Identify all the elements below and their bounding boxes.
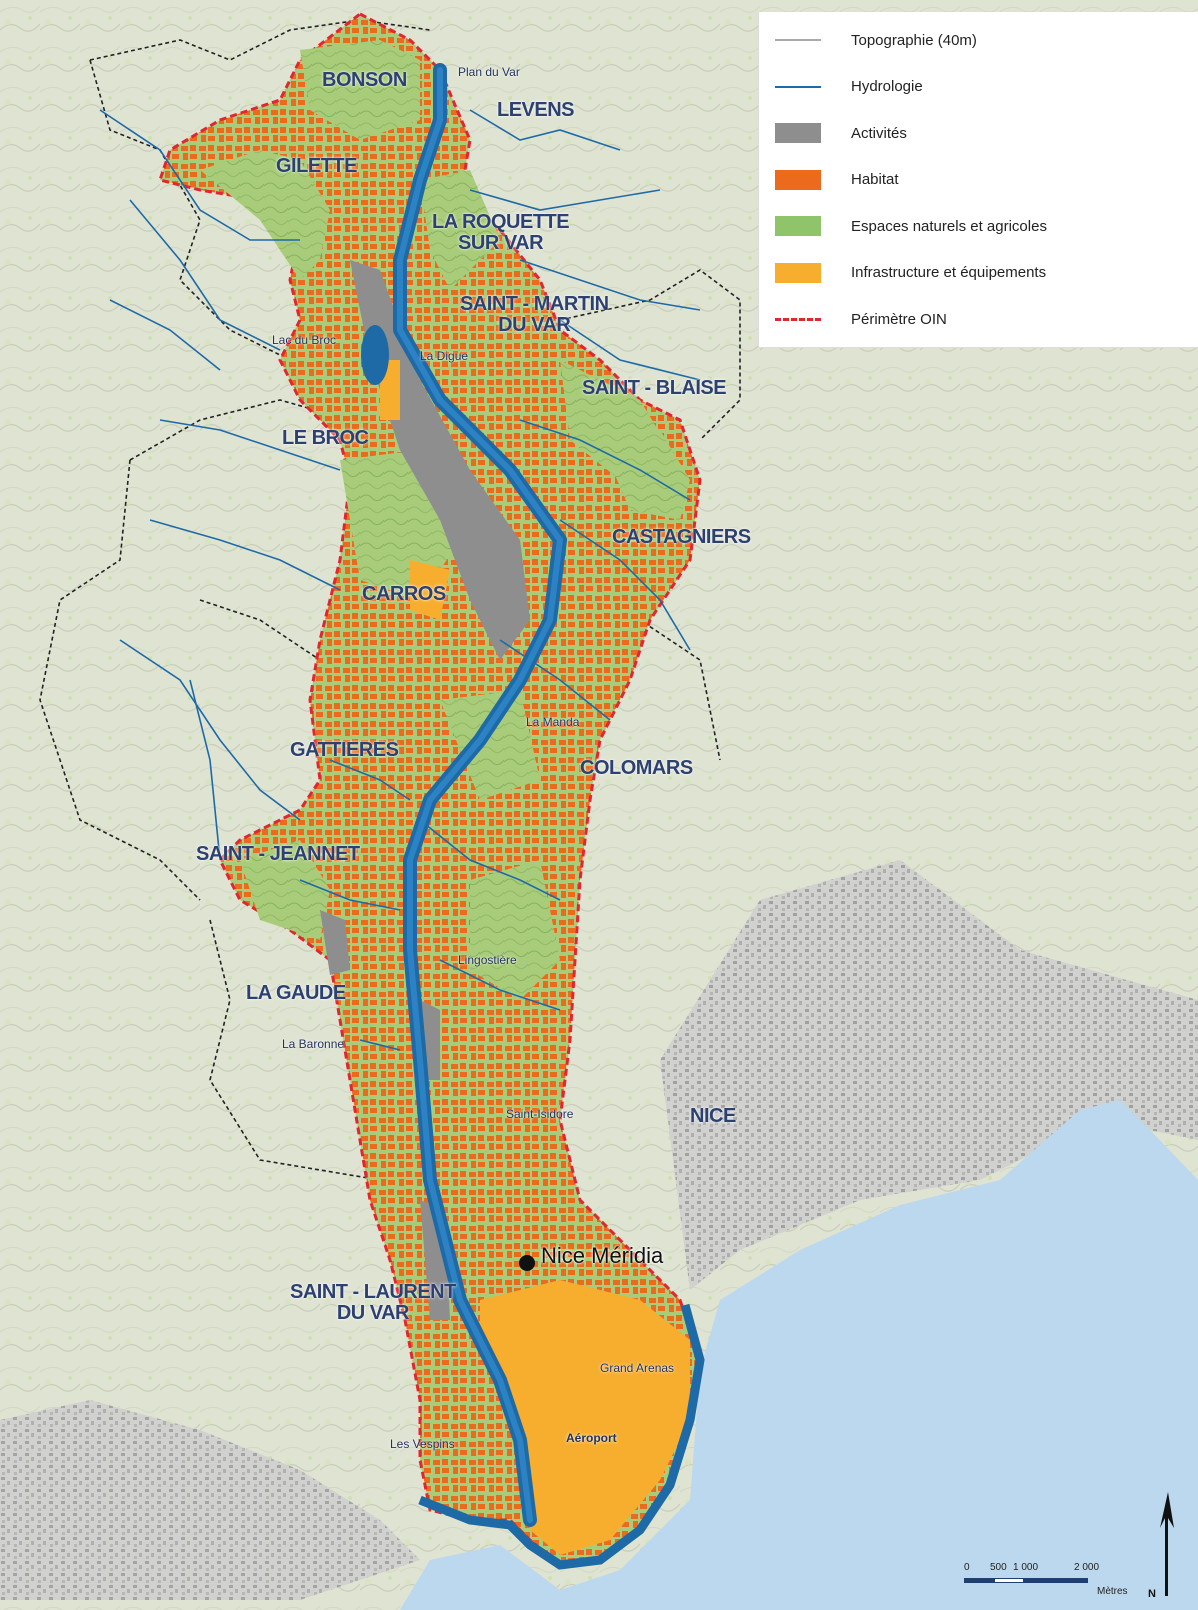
legend-item: Hydrologie — [775, 73, 923, 101]
legend-swatch — [775, 262, 821, 283]
town-bonson: BONSON — [322, 69, 407, 91]
marker-dot-icon — [519, 1255, 535, 1271]
place-saint-isidore: Saint-Isidore — [506, 1107, 574, 1121]
north-arrow-icon: N — [1148, 1488, 1178, 1600]
town-saint-blaise: SAINT - BLAISE — [582, 377, 727, 399]
place-grand-arenas: Grand Arenas — [600, 1361, 675, 1375]
legend-item: Habitat — [775, 166, 899, 194]
nice-meridia-marker[interactable]: Nice Méridia — [519, 1243, 663, 1271]
scale-bar: 0 500 1 000 2 000 Mètres — [958, 1562, 1178, 1602]
legend-label: Activités — [851, 124, 907, 142]
place-la-baronne: La Baronne — [282, 1037, 345, 1051]
legend-symbol — [775, 216, 835, 236]
scale-segment — [1024, 1578, 1088, 1583]
town-le-broc: LE BROC — [282, 427, 369, 449]
legend-item: Infrastructure et équipements — [775, 259, 1046, 287]
legend-swatch — [775, 85, 821, 88]
legend-label: Espaces naturels et agricoles — [851, 217, 1047, 235]
legend-label: Hydrologie — [851, 78, 923, 95]
place-les-vespins: Les Vespins — [390, 1437, 455, 1451]
north-label: N — [1148, 1588, 1156, 1600]
scale-segment — [994, 1578, 1024, 1583]
legend-item: Activités — [775, 119, 907, 147]
legend-item: Topographie (40m) — [775, 26, 977, 54]
town-la-gaude: LA GAUDE — [246, 982, 346, 1004]
legend-swatch — [775, 216, 821, 236]
legend-label: Habitat — [851, 171, 899, 188]
town-label-line: LA ROQUETTE — [432, 211, 570, 233]
legend-item: Périmètre OIN — [775, 305, 947, 333]
town-saint-jeannet: SAINT - JEANNET — [196, 843, 360, 865]
place-plan-du-var: Plan du Var — [458, 65, 520, 79]
scale-unit: Mètres — [1097, 1586, 1128, 1597]
legend-label: Topographie (40m) — [851, 31, 977, 49]
town-gilette: GILETTE — [276, 155, 357, 177]
scale-tick-label: 0 — [964, 1562, 970, 1573]
legend-symbol — [775, 169, 835, 190]
legend-symbol — [775, 77, 835, 97]
town-castagniers: CASTAGNIERS — [612, 526, 751, 548]
place-lac-du-broc: Lac du Broc — [272, 333, 337, 347]
legend-label: Infrastructure et équipements — [851, 264, 1047, 281]
place-la-digue: La Digue — [420, 349, 469, 363]
town-label-line: SAINT - MARTIN — [460, 293, 609, 315]
place-aeroport: Aéroport — [566, 1431, 617, 1445]
legend-swatch — [775, 317, 821, 321]
legend-symbol — [775, 30, 835, 50]
town-colomars: COLOMARS — [580, 757, 693, 779]
town-carros: CARROS — [362, 583, 446, 605]
town-label-line: DU VAR — [498, 314, 571, 336]
town-label-line: SAINT - LAURENT — [290, 1281, 456, 1303]
place-la-manda: La Manda — [526, 715, 580, 729]
place-lingostiere: Lingostière — [458, 953, 517, 967]
town-la-roquette-sur-var: LA ROQUETTE SUR VAR — [432, 211, 570, 254]
town-saint-laurent-du-var: SAINT - LAURENT DU VAR — [290, 1282, 456, 1324]
scale-tick-label: 2 000 — [1074, 1562, 1100, 1573]
scale-tick-label: 500 — [990, 1562, 1007, 1573]
legend-label: Périmètre OIN — [851, 310, 947, 328]
nice-meridia-label: Nice Méridia — [541, 1243, 664, 1268]
legend-symbol — [775, 309, 835, 329]
town-gattieres: GATTIERES — [290, 739, 399, 761]
legend-symbol — [775, 262, 835, 283]
legend-swatch — [775, 123, 821, 143]
town-nice: NICE — [690, 1105, 736, 1127]
town-label-line: SUR VAR — [458, 232, 544, 254]
legend-swatch — [775, 169, 821, 190]
scale-tick-label: 1 000 — [1013, 1562, 1039, 1573]
legend-symbol — [775, 123, 835, 143]
town-saint-martin-du-var: SAINT - MARTIN DU VAR — [460, 294, 609, 336]
town-label-line: DU VAR — [336, 1302, 410, 1324]
legend-swatch — [775, 39, 821, 41]
legend-item: Espaces naturels et agricoles — [775, 212, 1047, 240]
town-levens: LEVENS — [497, 99, 575, 121]
scale-segment — [964, 1578, 994, 1583]
